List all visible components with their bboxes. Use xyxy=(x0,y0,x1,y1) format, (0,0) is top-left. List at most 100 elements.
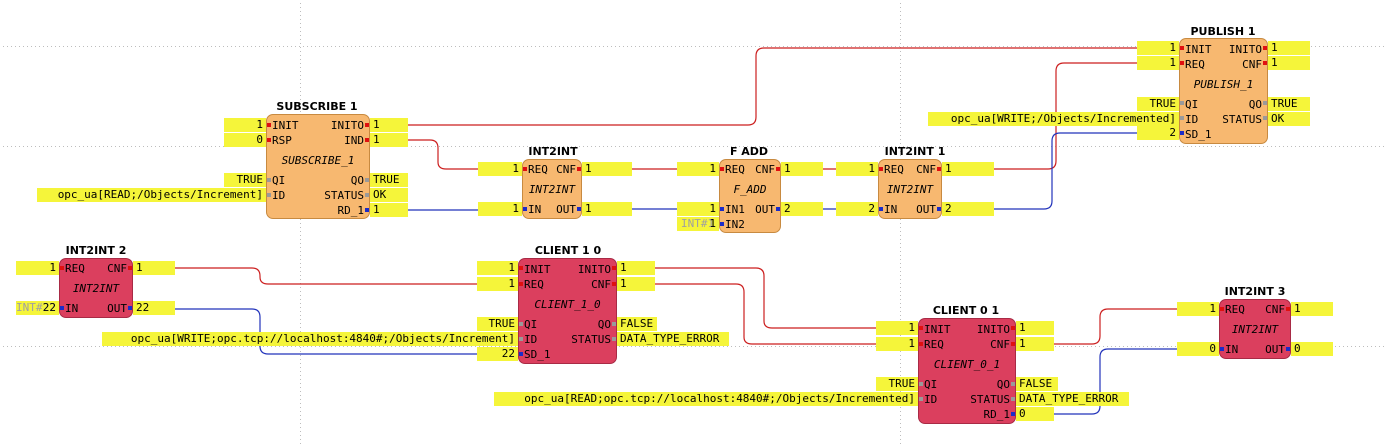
publish1-block[interactable]: INIT INITO REQ CNF PUBLISH_1 QI QO ID ST… xyxy=(1179,38,1268,144)
client10-block[interactable]: INIT INITO REQ CNF CLIENT_1_0 QI QO ID S… xyxy=(518,258,617,364)
subscribe1-ind-value[interactable]: 1 xyxy=(370,133,408,147)
publish1-sd1-value[interactable]: 2 xyxy=(1137,126,1179,140)
int2int3-cnf-pin[interactable]: CNF xyxy=(1265,303,1285,316)
fadd-cnf-value[interactable]: 1 xyxy=(781,162,823,176)
int2int-cnf-value[interactable]: 1 xyxy=(582,162,632,176)
client10-init-pin[interactable]: INIT xyxy=(524,263,551,276)
publish1-cnf-pin[interactable]: CNF xyxy=(1242,58,1262,71)
client10-sd1-pin[interactable]: SD_1 xyxy=(524,348,551,361)
subscribe1-id-pin[interactable]: ID xyxy=(272,189,286,202)
subscribe1-inito-value[interactable]: 1 xyxy=(370,118,408,132)
publish1-sd1-pin[interactable]: SD_1 xyxy=(1185,128,1212,141)
subscribe1-rd1-value[interactable]: 1 xyxy=(370,203,408,217)
subscribe1-ind-pin[interactable]: IND xyxy=(344,134,364,147)
client10-status-value[interactable]: DATA_TYPE_ERROR xyxy=(617,332,729,346)
fadd-in1-value[interactable]: 1 xyxy=(677,202,719,216)
fadd-req-value[interactable]: 1 xyxy=(677,162,719,176)
client10-status-pin[interactable]: STATUS xyxy=(571,333,611,346)
int2int3-in-value[interactable]: 0 xyxy=(1177,342,1219,356)
int2int1-out-pin[interactable]: OUT xyxy=(916,203,936,216)
client01-rd1-pin[interactable]: RD_1 xyxy=(983,408,1011,421)
client01-init-value[interactable]: 1 xyxy=(876,321,918,335)
client10-id-value[interactable]: opc_ua[WRITE;opc.tcp://localhost:4840#;/… xyxy=(102,332,518,346)
int2int-req-pin[interactable]: REQ xyxy=(528,163,548,176)
fadd-out-value[interactable]: 2 xyxy=(781,202,823,216)
int2int3-out-pin[interactable]: OUT xyxy=(1265,343,1285,356)
fadd-cnf-pin[interactable]: CNF xyxy=(755,163,775,176)
int2int3-req-value[interactable]: 1 xyxy=(1177,302,1219,316)
client10-init-value[interactable]: 1 xyxy=(477,261,518,275)
client10-qi-value[interactable]: TRUE xyxy=(477,317,518,331)
fadd-in1-pin[interactable]: IN1 xyxy=(725,203,745,216)
int2int2-block[interactable]: REQ CNF INT2INT IN OUT xyxy=(59,258,133,318)
int2int3-block[interactable]: REQ CNF INT2INT IN OUT xyxy=(1219,299,1291,359)
publish1-inito-value[interactable]: 1 xyxy=(1268,41,1310,55)
int2int-out-value[interactable]: 1 xyxy=(582,202,632,216)
subscribe1-init-pin[interactable]: INIT xyxy=(272,119,299,132)
publish1-status-value[interactable]: OK xyxy=(1268,112,1310,126)
fadd-req-pin[interactable]: REQ xyxy=(725,163,745,176)
int2int1-cnf-value[interactable]: 1 xyxy=(942,162,994,176)
int2int2-out-pin[interactable]: OUT xyxy=(107,302,127,315)
client01-qi-value[interactable]: TRUE xyxy=(876,377,918,391)
client10-inito-pin[interactable]: INITO xyxy=(577,263,611,276)
client10-req-pin[interactable]: REQ xyxy=(524,278,544,291)
client01-cnf-pin[interactable]: CNF xyxy=(990,338,1010,351)
int2int-req-value[interactable]: 1 xyxy=(478,162,522,176)
int2int-in-value[interactable]: 1 xyxy=(478,202,522,216)
client01-inito-pin[interactable]: INITO xyxy=(976,323,1010,336)
publish1-init-pin[interactable]: INIT xyxy=(1185,43,1212,56)
publish1-req-pin[interactable]: REQ xyxy=(1185,58,1205,71)
client01-id-value[interactable]: opc_ua[READ;opc.tcp://localhost:4840#;/O… xyxy=(494,392,918,406)
fadd-out-pin[interactable]: OUT xyxy=(755,203,775,216)
publish1-req-value[interactable]: 1 xyxy=(1137,56,1179,70)
int2int3-out-value[interactable]: 0 xyxy=(1291,342,1333,356)
int2int3-cnf-value[interactable]: 1 xyxy=(1291,302,1333,316)
subscribe1-qi-value[interactable]: TRUE xyxy=(224,173,266,187)
client01-rd1-value[interactable]: 0 xyxy=(1016,407,1054,421)
client10-cnf-value[interactable]: 1 xyxy=(617,277,655,291)
publish1-qi-value[interactable]: TRUE xyxy=(1137,97,1179,111)
publish1-qi-pin[interactable]: QI xyxy=(1185,98,1199,111)
client01-id-pin[interactable]: ID xyxy=(924,393,938,406)
client01-qi-pin[interactable]: QI xyxy=(924,378,938,391)
publish1-id-value[interactable]: opc_ua[WRITE;/Objects/Incremented] xyxy=(928,112,1179,126)
client01-qo-value[interactable]: FALSE xyxy=(1016,377,1058,391)
publish1-qo-value[interactable]: TRUE xyxy=(1268,97,1310,111)
int2int1-req-value[interactable]: 1 xyxy=(836,162,878,176)
subscribe1-qo-pin[interactable]: QO xyxy=(350,174,364,187)
int2int1-req-pin[interactable]: REQ xyxy=(884,163,904,176)
int2int1-in-pin[interactable]: IN xyxy=(884,203,898,216)
int2int3-in-pin[interactable]: IN xyxy=(1225,343,1239,356)
int2int-block[interactable]: REQ CNF INT2INT IN OUT xyxy=(522,159,582,219)
int2int1-cnf-pin[interactable]: CNF xyxy=(916,163,936,176)
int2int-cnf-pin[interactable]: CNF xyxy=(556,163,576,176)
subscribe1-inito-pin[interactable]: INITO xyxy=(330,119,364,132)
client10-qo-pin[interactable]: QO xyxy=(597,318,611,331)
client01-inito-value[interactable]: 1 xyxy=(1016,321,1054,335)
int2int1-block[interactable]: REQ CNF INT2INT IN OUT xyxy=(878,159,942,219)
subscribe1-qi-pin[interactable]: QI xyxy=(272,174,286,187)
subscribe1-qo-value[interactable]: TRUE xyxy=(370,173,408,187)
subscribe1-rsp-value[interactable]: 0 xyxy=(224,133,266,147)
publish1-cnf-value[interactable]: 1 xyxy=(1268,56,1310,70)
client01-qo-pin[interactable]: QO xyxy=(996,378,1010,391)
client10-id-pin[interactable]: ID xyxy=(524,333,538,346)
client10-qi-pin[interactable]: QI xyxy=(524,318,538,331)
client01-req-pin[interactable]: REQ xyxy=(924,338,944,351)
publish1-qo-pin[interactable]: QO xyxy=(1248,98,1262,111)
int2int1-in-value[interactable]: 2 xyxy=(836,202,878,216)
subscribe1-id-value[interactable]: opc_ua[READ;/Objects/Increment] xyxy=(37,188,266,202)
subscribe1-status-value[interactable]: OK xyxy=(370,188,408,202)
int2int2-out-value[interactable]: 22 xyxy=(133,301,175,315)
subscribe1-init-value[interactable]: 1 xyxy=(224,118,266,132)
publish1-init-value[interactable]: 1 xyxy=(1137,41,1179,55)
client01-block[interactable]: INIT INITO REQ CNF CLIENT_0_1 QI QO ID S… xyxy=(918,318,1016,424)
int2int2-req-pin[interactable]: REQ xyxy=(65,262,85,275)
client01-status-pin[interactable]: STATUS xyxy=(970,393,1010,406)
client10-inito-value[interactable]: 1 xyxy=(617,261,655,275)
client10-req-value[interactable]: 1 xyxy=(477,277,518,291)
client10-qo-value[interactable]: FALSE xyxy=(617,317,657,331)
client01-req-value[interactable]: 1 xyxy=(876,337,918,351)
